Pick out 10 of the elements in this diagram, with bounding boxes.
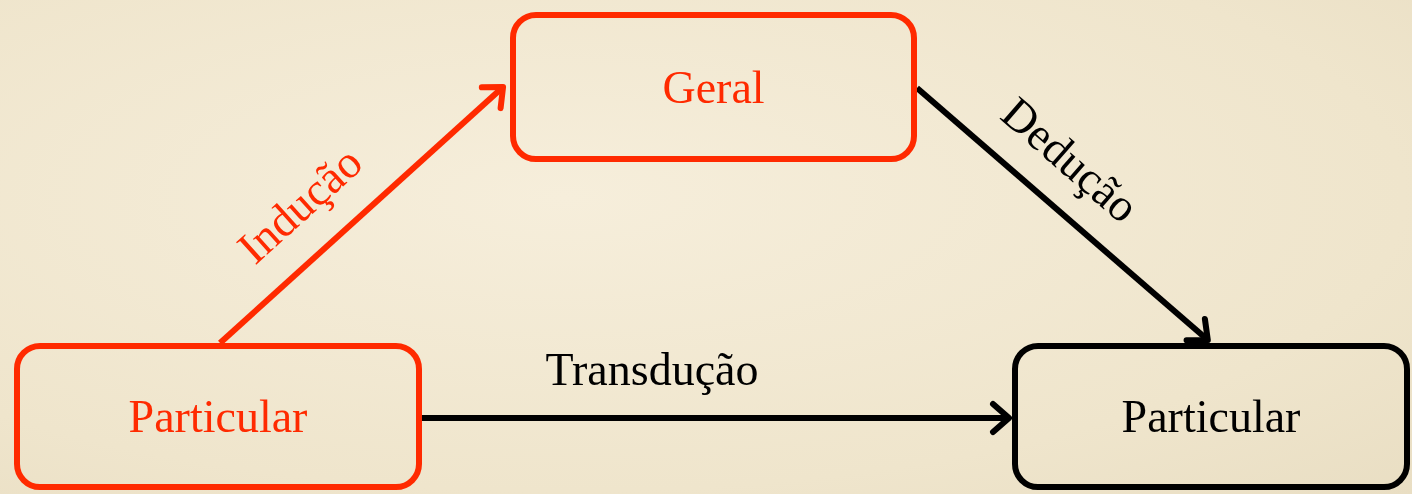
arrow bbox=[422, 400, 1012, 435]
rounded-box bbox=[510, 12, 917, 162]
arrow bbox=[218, 84, 507, 346]
arrow bbox=[915, 85, 1211, 344]
node-label: Particular bbox=[1121, 390, 1301, 443]
rounded-box bbox=[1012, 343, 1410, 490]
rounded-box bbox=[14, 343, 422, 490]
node-label: Geral bbox=[662, 60, 765, 114]
edge-label: Transdução bbox=[545, 347, 759, 393]
node-label: Particular bbox=[128, 390, 308, 443]
